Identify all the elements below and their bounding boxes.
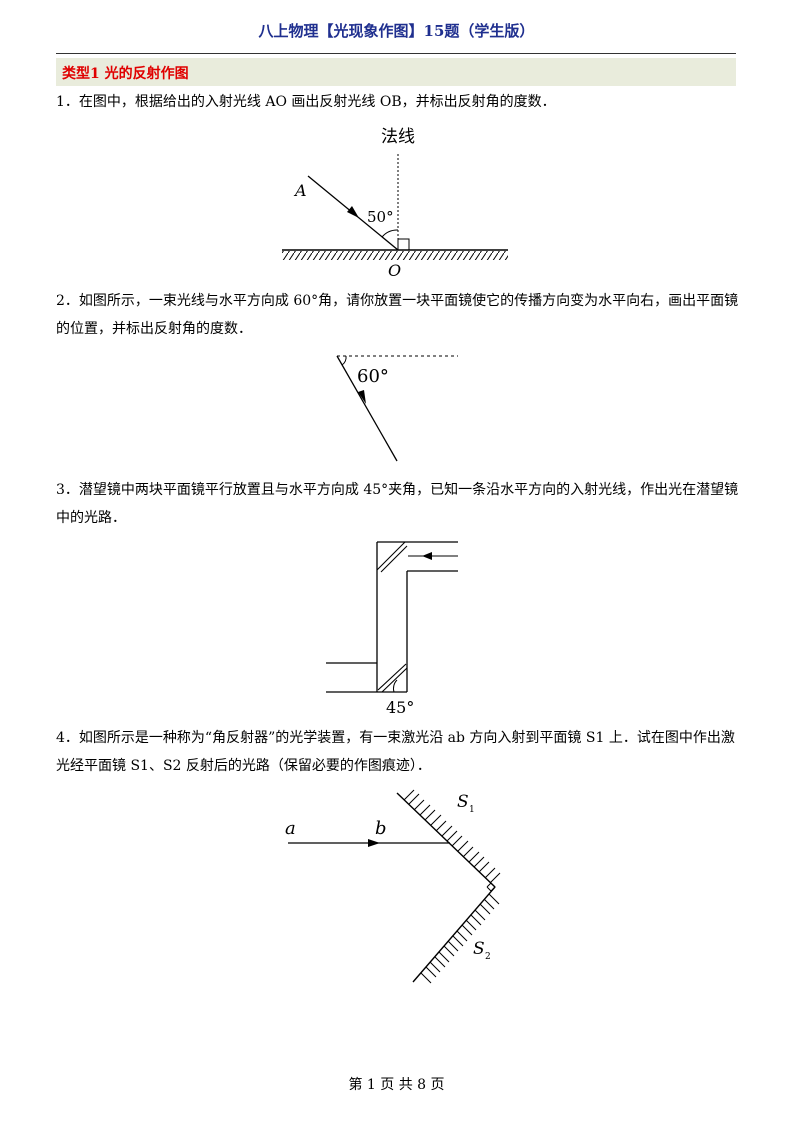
ray-arrow [358,390,366,404]
mirror-s1-hatching [403,789,501,884]
right-angle-mark [397,238,410,251]
section-banner [56,58,736,86]
mirror-s1 [396,792,496,888]
mirror-s1-subscript: 1 [469,805,475,815]
question-3-text: 3．潜望镜中两块平面镜平行放置且与水平方向成 45°夹角，已知一条沿水平方向的入… [56,482,739,526]
ray-arrow [368,839,380,847]
figure-3-periscope: 45° [326,541,458,717]
incident-arrow [347,206,359,218]
document-title: 八上物理【光现象作图】15题（学生版） [258,22,535,40]
point-a-label: A [293,181,307,200]
mirror-s2-hatching [420,893,500,984]
point-b-label: b [375,818,387,839]
question-2-text: 2．如图所示，一束光线与水平方向成 60°角，请你放置一块平面镜使它的传播方向变… [56,293,739,337]
angle-arc [381,229,399,238]
mirror-hatching [282,251,508,260]
figure-4-corner-reflector: a b S 1 S 2 [285,789,501,984]
ray-arrow [422,552,432,560]
top-mirror-line-1 [376,541,406,571]
mirror-s1-label: S [457,792,469,812]
corner-mark [486,882,496,892]
mirror-s2 [412,886,496,983]
bottom-mirror-line-2 [381,667,408,693]
angle-arc [341,355,347,366]
question-4-text: 4．如图所示是一种称为“角反射器”的光学装置，有一束激光沿 ab 方向入射到平面… [56,730,735,774]
figure-1-reflection: 法线 A 50° O [282,127,508,280]
angle-label: 45° [386,698,414,717]
section-title: 类型1 光的反射作图 [62,66,189,82]
figure-2-angle: 60° [336,355,458,462]
angle-label: 50° [367,208,394,226]
point-a-label: a [285,818,296,839]
title-rule [56,53,736,54]
question-1-text: 1．在图中，根据给出的入射光线 AO 画出反射光线 OB，并标出反射角的度数． [56,94,556,110]
bottom-mirror-line-1 [377,663,407,691]
top-mirror-line-2 [380,545,408,573]
light-ray [336,355,398,462]
angle-label: 60° [357,366,389,387]
page-footer: 第 1 页 共 8 页 [348,1077,445,1093]
mirror-s2-subscript: 2 [485,952,491,962]
mirror-s2-label: S [473,939,485,959]
normal-label: 法线 [381,127,415,147]
point-o-label: O [388,261,401,280]
